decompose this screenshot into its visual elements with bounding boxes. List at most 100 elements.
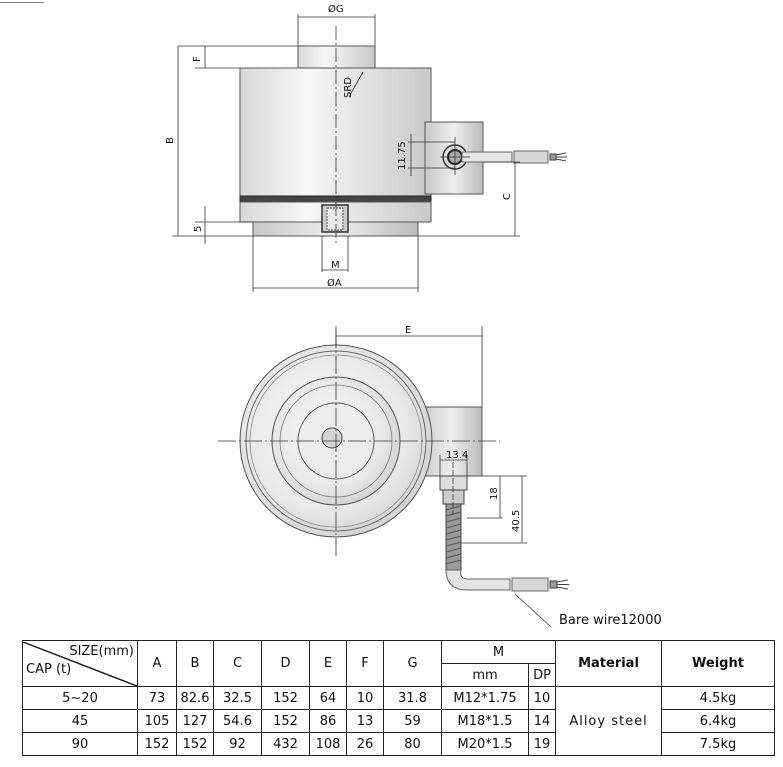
cell-body bbox=[239, 67, 432, 197]
cell-e: 86 bbox=[309, 709, 347, 733]
cable-tip bbox=[549, 153, 557, 161]
cable-sleeve bbox=[513, 150, 549, 164]
cell-b: 127 bbox=[176, 709, 214, 733]
col-c-header: C bbox=[213, 640, 262, 687]
col-g-header: G bbox=[383, 640, 442, 687]
col-m-dp-header: DP bbox=[528, 663, 556, 687]
center-hole bbox=[321, 427, 343, 449]
cell-b: 152 bbox=[176, 732, 214, 756]
dim-srd-label: SRD bbox=[343, 77, 354, 98]
col-m-header: M bbox=[441, 640, 556, 664]
cell-dp: 19 bbox=[528, 732, 556, 756]
col-b-header: B bbox=[176, 640, 214, 687]
cell-material: Alloy steel bbox=[555, 686, 662, 756]
cell-dp: 10 bbox=[528, 686, 556, 710]
top-cable-tip bbox=[549, 580, 558, 589]
dim-c-label: C bbox=[502, 193, 513, 200]
top-view: E 13.4 18 40.5 Bare wire12000 bbox=[218, 325, 662, 628]
cell-dp: 14 bbox=[528, 709, 556, 733]
col-d-header: D bbox=[261, 640, 310, 687]
dim-f-label: F bbox=[192, 56, 203, 62]
dim-f bbox=[178, 45, 298, 69]
cell-d: 152 bbox=[261, 686, 310, 710]
cell-mm: M12*1.75 bbox=[441, 686, 529, 710]
cell-f: 10 bbox=[346, 686, 384, 710]
top-cable-sleeve bbox=[511, 577, 549, 592]
size-cap-header: SIZE(mm) CAP (t) bbox=[22, 640, 138, 687]
col-weight-header: Weight bbox=[661, 640, 775, 687]
wire-strands bbox=[555, 152, 567, 162]
table-row: 5~20 73 82.6 32.5 152 64 10 31.8 M12*1.7… bbox=[22, 686, 775, 756]
table-header-row: SIZE(mm) CAP (t) A B C D E F G M Materia… bbox=[22, 640, 775, 687]
table-row: 90 152 152 92 432 108 26 80 M20*1.5 19 7… bbox=[22, 732, 775, 756]
border-fragment bbox=[0, 0, 44, 3]
dim-1175 bbox=[408, 134, 455, 176]
cell-d: 152 bbox=[261, 709, 310, 733]
bare-wire-leader bbox=[514, 593, 552, 628]
cell-b: 82.6 bbox=[176, 686, 214, 710]
dim-c bbox=[418, 161, 520, 237]
size-label: SIZE(mm) bbox=[69, 643, 134, 659]
dim-g-label: ØG bbox=[328, 3, 344, 15]
dim-e bbox=[335, 326, 483, 407]
front-view: ØG F B 5 SRD 11.75 C bbox=[165, 3, 567, 292]
cell-cap: 90 bbox=[22, 732, 138, 756]
spec-table: SIZE(mm) CAP (t) A B C D E F G M Materia… bbox=[22, 640, 775, 756]
cap-label: CAP (t) bbox=[26, 661, 72, 677]
dim-m-label: M bbox=[331, 260, 340, 271]
cell-e: 64 bbox=[309, 686, 347, 710]
cell-a: 152 bbox=[137, 732, 177, 756]
col-a-header: A bbox=[137, 640, 177, 687]
table-subheader-row: mm DP bbox=[23, 663, 775, 687]
dim-b-label: B bbox=[165, 137, 176, 144]
cell-c: 54.6 bbox=[213, 709, 262, 733]
cell-weight: 4.5kg bbox=[661, 686, 775, 710]
col-e-header: E bbox=[309, 640, 347, 687]
cell-g: 80 bbox=[383, 732, 442, 756]
bare-wire-label: Bare wire12000 bbox=[559, 613, 662, 628]
dim-five bbox=[195, 206, 253, 244]
cell-f: 26 bbox=[346, 732, 384, 756]
spiral-lines bbox=[445, 505, 462, 565]
cell-g: 31.8 bbox=[383, 686, 442, 710]
top-gland-nut bbox=[442, 489, 465, 505]
col-m-mm-header: mm bbox=[441, 663, 529, 687]
dim-1175-label: 11.75 bbox=[397, 141, 408, 170]
col-f-header: F bbox=[346, 640, 384, 687]
dim-18-405 bbox=[461, 475, 527, 544]
cell-e: 108 bbox=[309, 732, 347, 756]
dim-a bbox=[252, 236, 419, 292]
cell-mm: M18*1.5 bbox=[441, 709, 529, 733]
dim-134 bbox=[439, 455, 468, 476]
seal-ring bbox=[239, 195, 432, 203]
cell-mm: M20*1.5 bbox=[441, 732, 529, 756]
cell-a: 105 bbox=[137, 709, 177, 733]
dim-e-label: E bbox=[405, 325, 411, 336]
top-gland bbox=[439, 475, 468, 491]
cell-c: 92 bbox=[213, 732, 262, 756]
dim-18-label: 18 bbox=[489, 487, 500, 500]
cell-weight: 6.4kg bbox=[661, 709, 775, 733]
cell-c: 32.5 bbox=[213, 686, 262, 710]
dim-five-label: 5 bbox=[193, 226, 204, 232]
top-cable bbox=[445, 569, 511, 591]
dim-g bbox=[297, 14, 376, 46]
cell-a: 73 bbox=[137, 686, 177, 710]
cell-weight: 7.5kg bbox=[661, 732, 775, 756]
thread-core bbox=[326, 207, 344, 231]
cell-cap: 45 bbox=[22, 709, 138, 733]
cell-cap: 5~20 bbox=[22, 686, 138, 710]
col-material-header: Material bbox=[555, 640, 662, 687]
dim-a-label: ØA bbox=[327, 277, 342, 289]
dim-134-label: 13.4 bbox=[446, 450, 468, 461]
cell-d: 432 bbox=[261, 732, 310, 756]
cell-g: 59 bbox=[383, 709, 442, 733]
table-row: 45 105 127 54.6 152 86 13 59 M18*1.5 14 … bbox=[22, 709, 775, 733]
dim-405-label: 40.5 bbox=[511, 510, 522, 532]
srd-leader bbox=[348, 71, 364, 98]
dim-m bbox=[321, 236, 349, 272]
cell-f: 13 bbox=[346, 709, 384, 733]
load-cell-drawing: ØG F B 5 SRD 11.75 C bbox=[165, 3, 662, 628]
dim-b bbox=[172, 46, 253, 237]
top-wire-strands bbox=[556, 579, 569, 590]
